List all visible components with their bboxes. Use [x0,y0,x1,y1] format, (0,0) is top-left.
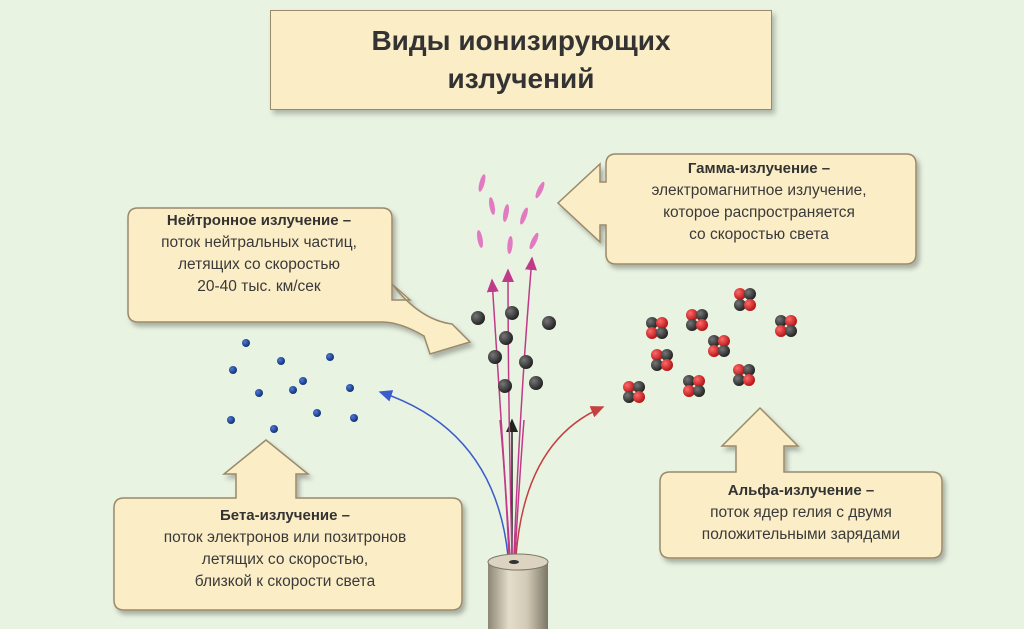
title-line-2: излучений [447,63,595,94]
gamma-line-3: со скоростью света [689,226,829,243]
alpha-callout-shape [659,406,943,559]
neutron-heading: Нейтронное излучение – [166,212,352,229]
beta-callout-shape [113,439,463,611]
neutron-callout: Нейтронное излучение – поток нейтральных… [128,210,390,298]
gamma-trajectory-3 [513,256,537,557]
neutron-line-1: поток нейтральных частиц, [161,234,357,251]
alpha-trajectory [515,406,605,557]
alpha-particles [623,288,797,403]
trajectories [378,256,605,557]
alpha-particle [686,309,708,331]
beta-line-2: летящих со скоростью, [201,551,369,568]
alpha-particle [646,317,668,339]
gamma-trajectory-4 [499,419,510,557]
title-box: Виды ионизирующих излучений [270,10,772,110]
radiation-source-cylinder [487,553,549,629]
alpha-particle [623,381,645,403]
neutron-line-3: 20-40 тыс. км/сек [197,278,321,295]
title-line-1: Виды ионизирующих [371,25,671,56]
alpha-particle [708,335,730,357]
neutron-callout-shape [127,207,472,355]
beta-line-1: поток электронов или позитронов [163,529,407,546]
gamma-callout: Гамма-излучение – электромагнитное излуч… [606,158,912,246]
alpha-line-1: поток ядер гелия с двумя [710,504,892,521]
alpha-particle [775,315,797,337]
alpha-particle [734,288,756,311]
beta-trajectory [378,390,509,557]
beta-heading: Бета-излучение – [220,507,350,524]
beta-line-3: близкой к скорости света [194,573,376,590]
gamma-trajectory-5 [514,419,525,557]
alpha-particle [683,375,705,397]
neutron-particles [471,306,556,393]
alpha-line-2: положительными зарядами [701,526,901,543]
gamma-callout-shape [556,153,917,265]
neutron-line-2: летящих со скоростью [177,256,341,273]
alpha-heading: Альфа-излучение – [727,482,875,499]
gamma-particles [477,174,545,254]
gamma-trajectory-2 [502,268,515,557]
gamma-line-1: электромагнитное излучение, [651,182,867,199]
beta-callout: Бета-излучение – поток электронов или по… [114,505,456,593]
gamma-heading: Гамма-излучение – [687,160,831,177]
gamma-line-2: которое распространяется [663,204,855,221]
alpha-particle [651,349,673,371]
alpha-particle [733,364,755,386]
beta-particles [227,339,358,433]
alpha-callout: Альфа-излучение – поток ядер гелия с дву… [662,480,940,546]
